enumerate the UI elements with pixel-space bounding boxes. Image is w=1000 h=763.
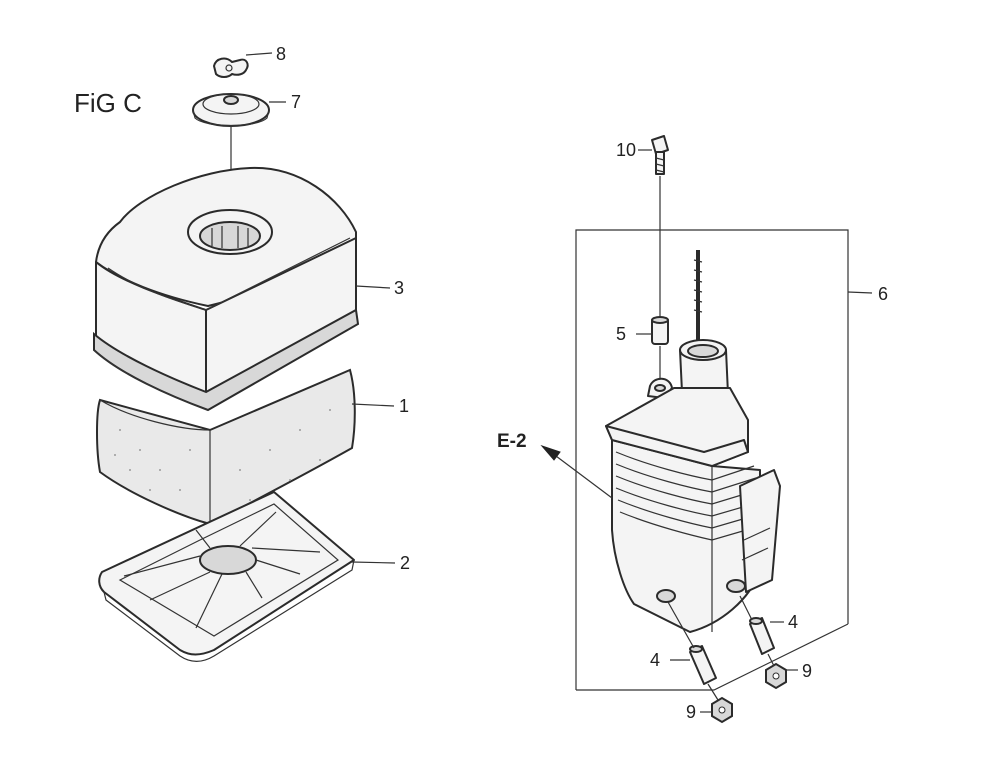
reference-label: E-2 <box>497 431 527 452</box>
callout-6: 6 <box>878 284 888 304</box>
callout-2: 2 <box>400 553 410 573</box>
bolt-part <box>651 135 669 175</box>
callout-7: 7 <box>291 92 301 112</box>
nut-part-b <box>711 696 733 724</box>
collar-part <box>651 316 669 345</box>
reference-arrow <box>540 444 613 499</box>
washer-part <box>192 93 270 127</box>
wing-nut-part <box>213 57 249 78</box>
callout-3: 3 <box>394 278 404 298</box>
callout-9b: 9 <box>686 702 696 722</box>
pin-part-a <box>749 617 775 655</box>
callout-10: 10 <box>616 140 636 160</box>
callout-1: 1 <box>399 396 409 416</box>
callout-5: 5 <box>616 324 626 344</box>
pin-part-b <box>689 645 717 685</box>
air-cleaner-case-part <box>605 250 781 633</box>
air-cleaner-cover-part <box>93 166 360 412</box>
nut-part-a <box>765 662 787 690</box>
callout-4b: 4 <box>650 650 660 670</box>
grid-base-part <box>98 491 355 662</box>
assembly-bracket <box>575 229 849 690</box>
callout-4a: 4 <box>788 612 798 632</box>
callout-9a: 9 <box>802 661 812 681</box>
figure-title: FiG C <box>74 88 142 118</box>
callout-8: 8 <box>276 44 286 64</box>
